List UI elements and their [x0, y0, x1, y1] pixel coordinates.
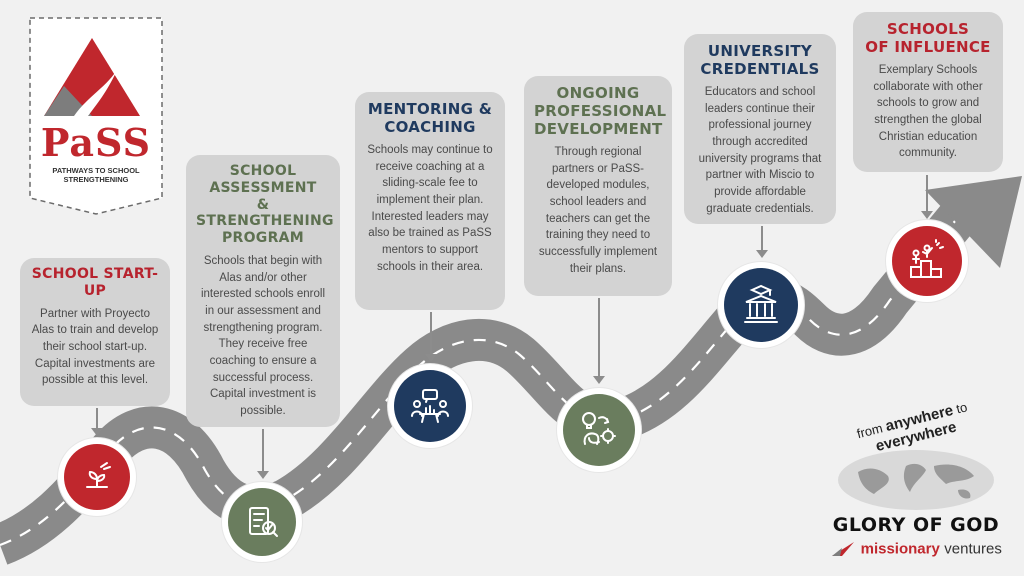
mind-gears-icon — [582, 412, 616, 445]
missionary-ventures-brand: from anywhere to everywhere GLORY OF GOD… — [818, 399, 1014, 570]
step-title: SCHOOL START-UP — [31, 266, 159, 299]
step-card-professional-development: ONGOING PROFESSIONAL DEVELOPMENT Through… — [524, 76, 672, 296]
meeting-icon — [411, 389, 449, 423]
connector-arrow — [756, 226, 768, 258]
step-body: Educators and school leaders continue th… — [698, 86, 822, 215]
tagline-to: to — [954, 399, 969, 417]
checklist-magnifier-icon — [249, 507, 278, 537]
podium-icon — [910, 239, 944, 278]
connector-arrow — [593, 298, 605, 384]
org-name-a: missionary — [860, 540, 940, 558]
connector-arrow — [257, 429, 269, 479]
connector-arrow — [921, 175, 933, 219]
step-card-school-start-up: SCHOOL START-UP Partner with Proyecto Al… — [20, 258, 170, 406]
missionary-ventures-logo-icon — [832, 542, 855, 556]
road-arrowhead — [925, 176, 1022, 268]
step-body: Exemplary Schools collaborate with other… — [873, 64, 983, 160]
university-icon — [744, 284, 778, 323]
step-badge-6 — [886, 220, 968, 302]
step-badge-4 — [557, 388, 641, 472]
pass-logo: PaSS PATHWAYS TO SCHOOL STRENGTHENING — [28, 16, 164, 216]
step-card-assessment-program: SCHOOL ASSESSMENT & STRENGTHENING PROGRA… — [186, 155, 340, 427]
step-badge-1 — [58, 438, 136, 516]
brand-headline: GLORY OF GOD — [832, 514, 1000, 536]
step-body: Partner with Proyecto Alas to train and … — [31, 307, 159, 387]
step-body: Schools that begin with Alas and/or othe… — [200, 254, 325, 418]
step-card-schools-of-influence: SCHOOLS OF INFLUENCE Exemplary Schools c… — [853, 12, 1003, 172]
step-badge-3 — [388, 364, 472, 448]
org-name-b: ventures — [944, 540, 1002, 558]
pass-logo-tagline-2: STRENGTHENING — [63, 175, 129, 184]
pass-logo-tagline-1: PATHWAYS TO SCHOOL — [52, 166, 140, 175]
connector-arrow — [91, 408, 103, 436]
step-badge-2 — [222, 482, 302, 562]
world-map-icon — [838, 450, 994, 510]
step-title: ONGOING PROFESSIONAL DEVELOPMENT — [534, 84, 667, 138]
step-card-university-credentials: UNIVERSITY CREDENTIALS Educators and sch… — [684, 34, 836, 224]
step-title: SCHOOL ASSESSMENT & STRENGTHENING PROGRA… — [196, 163, 334, 247]
step-title: UNIVERSITY CREDENTIALS — [700, 42, 820, 78]
pass-logo-name: PaSS — [40, 120, 152, 165]
seedling-hand-icon — [86, 462, 111, 488]
connector-arrow — [425, 312, 437, 362]
step-body: Schools may continue to receive coaching… — [367, 144, 493, 273]
step-title: MENTORING & COACHING — [367, 100, 493, 136]
step-card-mentoring-coaching: MENTORING & COACHING Schools may continu… — [355, 92, 505, 310]
step-badge-5 — [718, 262, 804, 348]
step-body: Through regional partners or PaSS-develo… — [538, 146, 658, 275]
step-title: SCHOOLS OF INFLUENCE — [865, 20, 991, 56]
